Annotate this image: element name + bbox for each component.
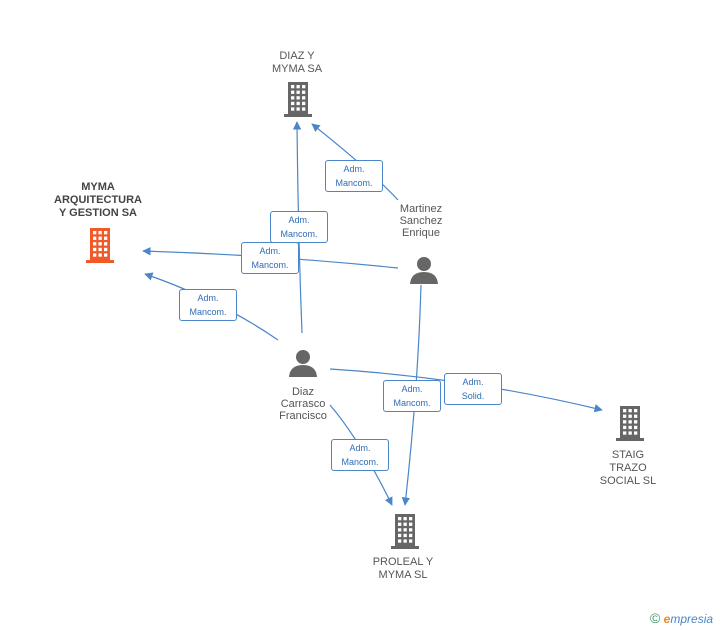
edge-role-mode: Mancom. <box>189 307 227 317</box>
edge-role-mode: Mancom. <box>393 398 431 408</box>
brand-name: mpresia <box>670 612 714 626</box>
person-icon[interactable] <box>289 350 317 377</box>
edge-role-type: Adm. <box>343 164 365 174</box>
node-label-staig[interactable]: STAIG TRAZO SOCIAL SL <box>599 448 657 487</box>
empresia-logo: © empresia <box>650 610 713 626</box>
copyright-symbol: © <box>650 610 661 626</box>
edge-role-label[interactable]: Adm. Mancom. <box>179 289 237 321</box>
edge-role-label[interactable]: Adm. Solid. <box>444 373 502 405</box>
edge-role-mode: Solid. <box>461 391 485 401</box>
edge-role-type: Adm. <box>462 377 484 387</box>
edge-role-label[interactable]: Adm. Mancom. <box>383 380 441 412</box>
building-icon[interactable] <box>616 406 644 441</box>
building-icon[interactable] <box>391 514 419 549</box>
edge-role-mode: Mancom. <box>335 178 373 188</box>
node-label-diaz-myma[interactable]: DIAZ Y MYMA SA <box>271 50 323 75</box>
brand-letter: e <box>663 612 671 626</box>
edge-role-type: Adm. <box>401 384 423 394</box>
edge-role-mode: Mancom. <box>280 229 318 239</box>
person-icon[interactable] <box>410 257 438 284</box>
edge-role-type: Adm. <box>197 293 219 303</box>
edge-role-type: Adm. <box>259 246 281 256</box>
edge-role-label[interactable]: Adm. Mancom. <box>241 242 299 274</box>
node-label-myma[interactable]: MYMA ARQUITECTURA Y GESTION SA <box>54 180 142 219</box>
edge-role-type: Adm. <box>349 443 371 453</box>
building-icon[interactable] <box>284 82 312 117</box>
edge-role-mode: Mancom. <box>341 457 379 467</box>
edge-role-label[interactable]: Adm. Mancom. <box>270 211 328 243</box>
node-label-proleal[interactable]: PROLEAL Y MYMA SL <box>372 556 434 581</box>
node-label-martinez[interactable]: Martinez Sanchez Enrique <box>399 202 443 239</box>
edge-role-type: Adm. <box>288 215 310 225</box>
node-label-diaz-carrasco[interactable]: Diaz Carrasco Francisco <box>279 385 327 422</box>
building-icon[interactable] <box>86 228 114 263</box>
edge-role-mode: Mancom. <box>251 260 289 270</box>
edge-role-label[interactable]: Adm. Mancom. <box>325 160 383 192</box>
edge-role-label[interactable]: Adm. Mancom. <box>331 439 389 471</box>
